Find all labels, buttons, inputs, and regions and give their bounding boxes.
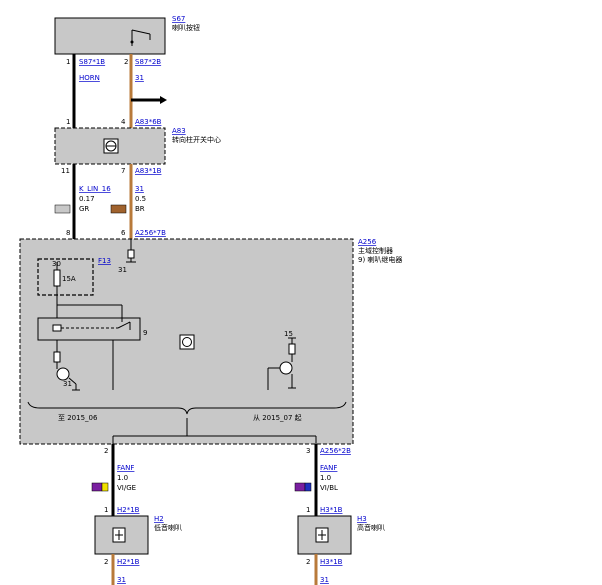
wire-fanf-right-label[interactable]: FANF <box>320 464 337 472</box>
wire-klin-color: GR <box>79 205 89 213</box>
h2-id[interactable]: H2 <box>154 515 164 523</box>
right-resistor <box>288 343 296 355</box>
wire-fanf-left-swatch2 <box>101 482 109 492</box>
a256-id[interactable]: A256 <box>358 238 377 246</box>
a256-gnd31b: 31 <box>63 380 72 388</box>
h2-ground-label[interactable]: 31 <box>117 576 126 584</box>
s67-id[interactable]: S67 <box>172 15 185 23</box>
h2-name: 低音喇叭 <box>154 523 182 532</box>
wire-fanf-right-color: VI/BL <box>320 484 338 492</box>
s67-component[interactable] <box>54 17 166 55</box>
a256-gnd31: 31 <box>118 266 127 274</box>
wire-klin-label[interactable]: K_LIN_16 <box>79 185 111 193</box>
h3-pin2: 2 <box>306 558 310 566</box>
wire-fanf-right-size: 1.0 <box>320 474 331 482</box>
transistor-right-icon <box>279 361 293 375</box>
s67-pin2: 2 <box>124 58 128 66</box>
relay-contact-blade <box>117 321 131 329</box>
h3-conn-bot[interactable]: H3*1B <box>320 558 343 566</box>
s67-switch-contact <box>130 40 134 44</box>
wire-31b-color: BR <box>135 205 145 213</box>
a256-name: 主域控制器 <box>358 246 393 255</box>
h3-name: 高音喇叭 <box>357 523 385 532</box>
h3-component[interactable] <box>297 515 352 555</box>
a256-note: 9) 喇叭继电器 <box>358 255 402 264</box>
relay-box[interactable] <box>37 317 141 341</box>
a83-box <box>54 127 166 165</box>
wire-31b-label[interactable]: 31 <box>135 185 144 193</box>
wire-klin-size: 0.17 <box>79 195 95 203</box>
controller-icon-rim <box>182 337 192 347</box>
wire-fanf-left-label[interactable]: FANF <box>117 464 134 472</box>
a256-conn-top[interactable]: A256*7B <box>135 229 166 237</box>
h2-pin2: 2 <box>104 558 108 566</box>
wire-fanf-left-swatch1 <box>91 482 103 492</box>
s67-switch-blade <box>131 29 151 35</box>
relay-resistor <box>53 351 61 363</box>
fuse-icon <box>53 269 61 287</box>
h2-conn-top[interactable]: H2*1B <box>117 506 140 514</box>
a256-conn-bot[interactable]: A256*2B <box>320 447 351 455</box>
variant-from-label: 从 2015_07 起 <box>253 414 302 422</box>
fuse-rating: 15A <box>62 275 76 283</box>
h2-pin1: 1 <box>104 506 108 514</box>
a83-id[interactable]: A83 <box>172 127 186 135</box>
a256-pin6: 6 <box>121 229 126 237</box>
h2-component[interactable] <box>94 515 149 555</box>
s67-box <box>54 17 166 55</box>
wire-fanf-left-color: VI/GE <box>117 484 136 492</box>
s67-conn2[interactable]: S87*2B <box>135 58 161 66</box>
arrow-head-icon <box>160 96 167 104</box>
transistor-left-icon <box>56 367 70 381</box>
fuse-f13-box[interactable] <box>37 258 94 296</box>
transistor-left-emitter <box>68 377 77 385</box>
wire-fanf-right-swatch1 <box>294 482 306 492</box>
wire-fanf-right-swatch2 <box>304 482 312 492</box>
a83-component[interactable] <box>54 127 166 165</box>
wire-31a-label[interactable]: 31 <box>135 74 144 82</box>
h3-pin1: 1 <box>306 506 310 514</box>
variant-brace <box>27 401 347 415</box>
s67-name: 喇叭按钮 <box>172 23 200 32</box>
s67-pin1: 1 <box>66 58 70 66</box>
wire-31b-swatch <box>110 204 127 214</box>
a83-pin1: 1 <box>66 118 70 126</box>
a256-pin15: 15 <box>284 330 293 338</box>
a256-int-resistor <box>127 249 135 259</box>
h3-conn-top[interactable]: H3*1B <box>320 506 343 514</box>
variant-until-label: 至 2015_06 <box>58 414 98 422</box>
fuse-f13-label[interactable]: F13 <box>98 257 111 265</box>
wire-horn-label[interactable]: HORN <box>79 74 100 82</box>
s67-conn1[interactable]: S87*1B <box>79 58 105 66</box>
fuse-pin30: 30 <box>52 260 61 268</box>
h3-id[interactable]: H3 <box>357 515 367 523</box>
wire-klin-swatch <box>54 204 71 214</box>
a83-conn-bot[interactable]: A83*1B <box>135 167 162 175</box>
relay-pin9: 9 <box>143 329 147 337</box>
a83-name: 转向柱开关中心 <box>172 135 221 144</box>
a83-pin7: 7 <box>121 167 125 175</box>
a83-pin4: 4 <box>121 118 126 126</box>
wire-31b-size: 0.5 <box>135 195 146 203</box>
a83-pin11: 11 <box>61 167 70 175</box>
wire-fanf-left-size: 1.0 <box>117 474 128 482</box>
h3-ground-label[interactable]: 31 <box>320 576 329 584</box>
h2-conn-bot[interactable]: H2*1B <box>117 558 140 566</box>
a256-pin2: 2 <box>104 447 108 455</box>
a83-conn-top[interactable]: A83*6B <box>135 118 162 126</box>
a256-pin3: 3 <box>306 447 310 455</box>
relay-coil-icon <box>52 324 62 332</box>
a256-pin8: 8 <box>66 229 70 237</box>
